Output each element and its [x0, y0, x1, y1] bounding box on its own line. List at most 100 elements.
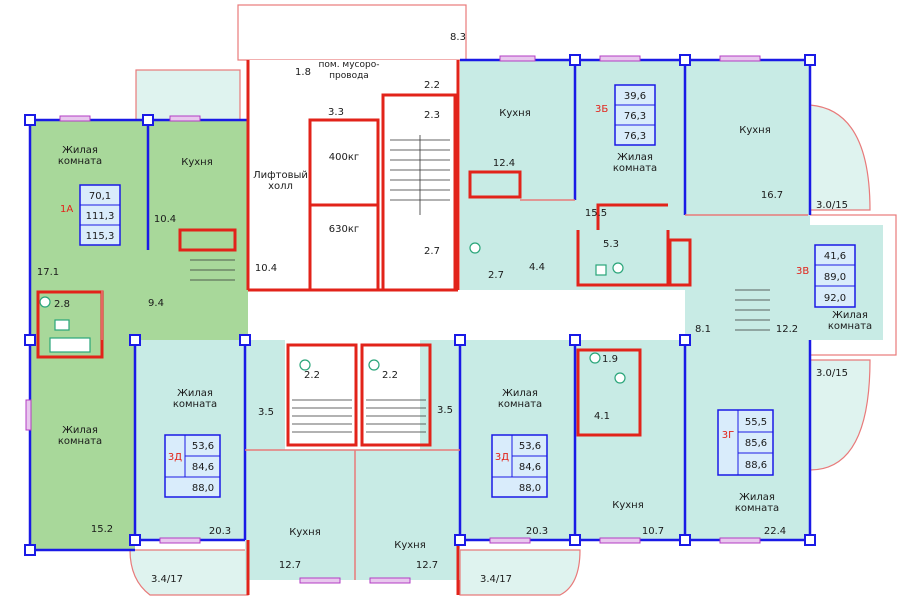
apt-3v: 3В 41,6 89,0 92,0 [796, 244, 856, 308]
area-2-8: 2.8 [54, 299, 70, 310]
apt-3b-val-1: 39,6 [624, 91, 646, 102]
apt-3d-right-val-3: 88,0 [519, 483, 541, 494]
stair-bottom-right [366, 399, 426, 433]
label-living-1a: Жилая комната [57, 145, 103, 167]
apt-3b-number: 3Б [595, 104, 608, 115]
toilet-icon [368, 359, 380, 371]
area-5-3: 5.3 [603, 239, 619, 250]
label-living-3b: Жилая комната [612, 152, 658, 174]
apt-3d-left-val-3: 88,0 [192, 483, 214, 494]
stair-bottom-left [292, 399, 352, 433]
toilet-icon [612, 262, 624, 274]
label-kitchen-bottom3: Кухня [612, 500, 644, 511]
room-fills [30, 60, 883, 580]
apt-3g-val-2: 85,6 [745, 438, 767, 449]
apt-3v-val-3: 92,0 [824, 293, 846, 304]
apt-3d-left-number: 3Д [168, 452, 182, 463]
apt-3b-val-3: 76,3 [624, 131, 646, 142]
area-8-3: 8.3 [450, 32, 466, 43]
apt-1a-val-1: 70,1 [89, 191, 111, 202]
label-living-1a-wrap: Жилая комната [57, 145, 103, 167]
inner-walls [36, 60, 692, 595]
apt-3d-left-val-1: 53,6 [192, 441, 214, 452]
stair-3v [735, 289, 770, 331]
area-12-4: 12.4 [493, 158, 515, 169]
apt-3g-number: 3Г [722, 430, 734, 441]
label-kitchen-bottom1: Кухня [289, 527, 321, 538]
room-labels: Жилая комната Кухня пом. мусоро- провода… [57, 60, 872, 551]
area-22-4: 22.4 [764, 526, 786, 537]
area-2-7-wc: 2.7 [488, 270, 504, 281]
label-living-3v-wrap: Жилая комната [828, 310, 872, 332]
label-living-3g-wrap: Жилая комната [734, 492, 780, 514]
area-10-7: 10.7 [642, 526, 664, 537]
area-3-4-17-left: 3.4/17 [151, 574, 183, 585]
label-living-left-bottom-wrap: Жилая комната [57, 425, 103, 447]
balcony-top-left [135, 69, 241, 121]
label-musoroprovod: пом. мусоро- провода [318, 60, 380, 81]
sink-icon [54, 319, 70, 331]
label-kitchen-1a: Кухня [181, 157, 213, 168]
apt-1a-val-3: 115,3 [86, 231, 115, 242]
area-16-7: 16.7 [761, 190, 783, 201]
label-living-3d-right: Жилая комната [497, 388, 543, 410]
area-10-4-hall: 10.4 [255, 263, 277, 274]
label-kitchen-top1: Кухня [499, 108, 531, 119]
balcony-round-bottom-right [809, 359, 871, 471]
apt-1a-number: 1А [60, 204, 73, 215]
area-3-4-17-right: 3.4/17 [480, 574, 512, 585]
apt-1a: 1А 70,1 111,3 115,3 [60, 184, 121, 246]
columns [24, 54, 816, 556]
area-20-3-right: 20.3 [526, 526, 548, 537]
apt-3d-right-val-1: 53,6 [519, 441, 541, 452]
apt-1a-val-2: 111,3 [86, 211, 115, 222]
label-living-3g: Жилая комната [734, 492, 780, 514]
area-4-4: 4.4 [529, 262, 545, 273]
label-kitchen-bottom2: Кухня [394, 540, 426, 551]
area-12-7-2: 12.7 [416, 560, 438, 571]
label-living-3b-wrap: Жилая комната [612, 152, 658, 174]
toilet-icon [299, 359, 311, 371]
area-9-4: 9.4 [148, 298, 164, 309]
area-3-5-right: 3.5 [437, 405, 453, 416]
label-living-3d-left-wrap: Жилая комната [173, 388, 217, 410]
area-15-2: 15.2 [91, 524, 113, 535]
stairs [190, 135, 770, 433]
room-corridor-3d-right [420, 340, 460, 450]
central-corridor [248, 290, 685, 340]
label-lift-hall: Лифтовый холл [253, 170, 308, 192]
room-kitchen-bottom3 [575, 340, 685, 540]
stair-1a [190, 259, 235, 281]
apt-3v-number: 3В [796, 266, 809, 277]
room-hall-3v [685, 215, 810, 340]
balcony-round-top-right [809, 104, 871, 211]
apt-3d-right: 3Д 53,6 84,6 88,0 [491, 434, 548, 498]
toilet-icon [469, 242, 481, 254]
room-kitchen-top1 [460, 60, 575, 200]
area-8-1: 8.1 [695, 324, 711, 335]
area-2-7-stair: 2.7 [424, 246, 440, 257]
apt-3d-right-number: 3Д [495, 452, 509, 463]
stair-top [390, 135, 450, 215]
room-kitchen-1a [148, 120, 248, 250]
area-2-2-b2: 2.2 [382, 370, 398, 381]
toilet-icon [589, 352, 601, 364]
room-kitchen-bottom2 [355, 450, 460, 580]
plumbing [39, 242, 626, 384]
apt-3g-val-3: 88,6 [745, 460, 767, 471]
area-4-1: 4.1 [594, 411, 610, 422]
apt-3d-right-val-2: 84,6 [519, 462, 541, 473]
apt-3g: 3Г 55,5 85,6 88,6 [717, 409, 774, 476]
apt-3g-val-1: 55,5 [745, 417, 767, 428]
label-living-left-bottom: Жилая комната [57, 425, 103, 447]
room-living-left-bottom [30, 340, 135, 550]
partitions [101, 199, 808, 580]
balcony-bottom-left [129, 549, 249, 596]
area-3-3: 3.3 [328, 107, 344, 118]
toilet-icon [614, 372, 626, 384]
area-10-4-left: 10.4 [154, 214, 176, 225]
apartment-boxes: 1А 70,1 111,3 115,3 3Б 39,6 76,3 76,3 3В… [60, 84, 856, 498]
apt-3v-val-1: 41,6 [824, 251, 846, 262]
apt-3d-left-val-2: 84,6 [192, 462, 214, 473]
